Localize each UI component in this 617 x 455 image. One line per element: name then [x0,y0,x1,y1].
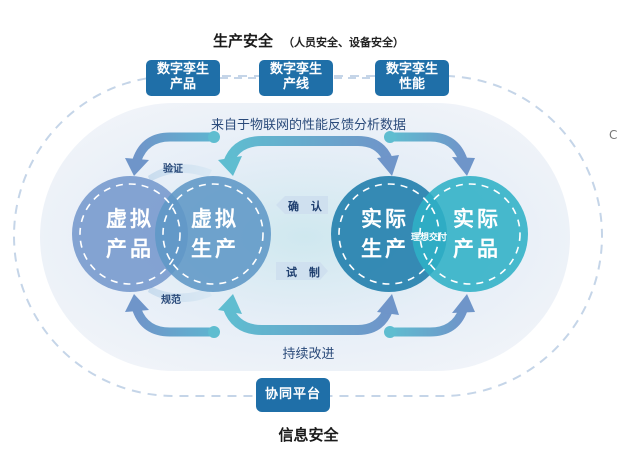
twin-line2: 性能 [398,77,425,92]
feedback-arrows [125,131,475,176]
confirm-tag [276,196,328,214]
feedback-data-label: 来自于物联网的性能反馈分析数据 [210,118,406,133]
twin-line1: 数字孪生 [269,62,322,77]
twin-line2: 产品 [169,77,196,92]
circle-line2: 产品 [106,237,154,261]
confirm-label: 确 认 [288,200,326,213]
circle-line2: 产品 [453,237,501,261]
standardize-label: 规范 [161,295,181,306]
arrowhead-virtual-production [218,156,242,176]
circle-real-production [331,176,447,292]
information-safety-title: 信息安全 [278,426,339,444]
circle-line2: 生产 [191,237,239,261]
arrowhead-up-real-production [377,294,399,315]
digital-twin-product-box: 数字孪生 产品 [146,60,220,96]
arrowhead-real-production [377,155,399,176]
arrow-up-real-product [385,305,468,337]
digital-twin-line-box: 数字孪生 产线 [259,60,333,96]
production-safety-subtitle: （人员安全、设备安全） [283,36,404,49]
continuous-improvement-label: 持续改进 [282,347,335,362]
standardize-arc [148,286,212,303]
trial-label: 试 制 [286,266,324,279]
arrowhead-virtual-product [125,158,149,176]
circle-virtual-production [155,176,271,292]
virtual-product-label: 虚拟 产品 [85,204,175,264]
trial-tag [276,262,328,280]
production-safety-label: 生产安全 [212,32,273,50]
twin-line1: 数字孪生 [385,62,438,77]
edge-glyph: C [609,128,617,142]
arrowhead-up-virtual-production [218,294,242,314]
improvement-arrows [125,294,475,338]
real-product-label: 实际 产品 [432,204,522,264]
arrow-virtual-to-real [223,136,393,168]
arrow-to-real-product [385,132,468,165]
production-safety-title: 生产安全 （人员安全、设备安全） [0,30,617,51]
virtual-production-label: 虚拟 生产 [170,204,260,264]
circle-line1: 虚拟 [106,207,154,231]
arrow-loop-bottom [223,303,393,335]
circle-line1: 实际 [361,207,409,231]
twin-line1: 数字孪生 [156,62,209,77]
verify-arc [148,164,212,182]
ideal-delivery-label: 理想交付 [411,233,448,243]
circle-line1: 实际 [453,207,501,231]
arrowhead-real-product [452,157,475,176]
arrow-up-virtual-product [132,305,219,337]
circle-dashed-rings [79,183,521,285]
verify-label: 验证 [163,164,183,175]
circle-real-product [412,176,528,292]
circle-line1: 虚拟 [191,207,239,231]
twin-line2: 产线 [282,77,309,92]
arrowhead-up-virtual-product [125,294,149,312]
collaboration-platform-box: 协同平台 [256,378,330,412]
arrowhead-up-real-product [452,294,475,313]
arrow-to-virtual-product [132,132,219,165]
digital-twin-performance-box: 数字孪生 性能 [375,60,449,96]
circle-virtual-product [72,176,188,292]
real-production-label: 实际 生产 [340,204,430,264]
circle-line2: 生产 [361,237,409,261]
